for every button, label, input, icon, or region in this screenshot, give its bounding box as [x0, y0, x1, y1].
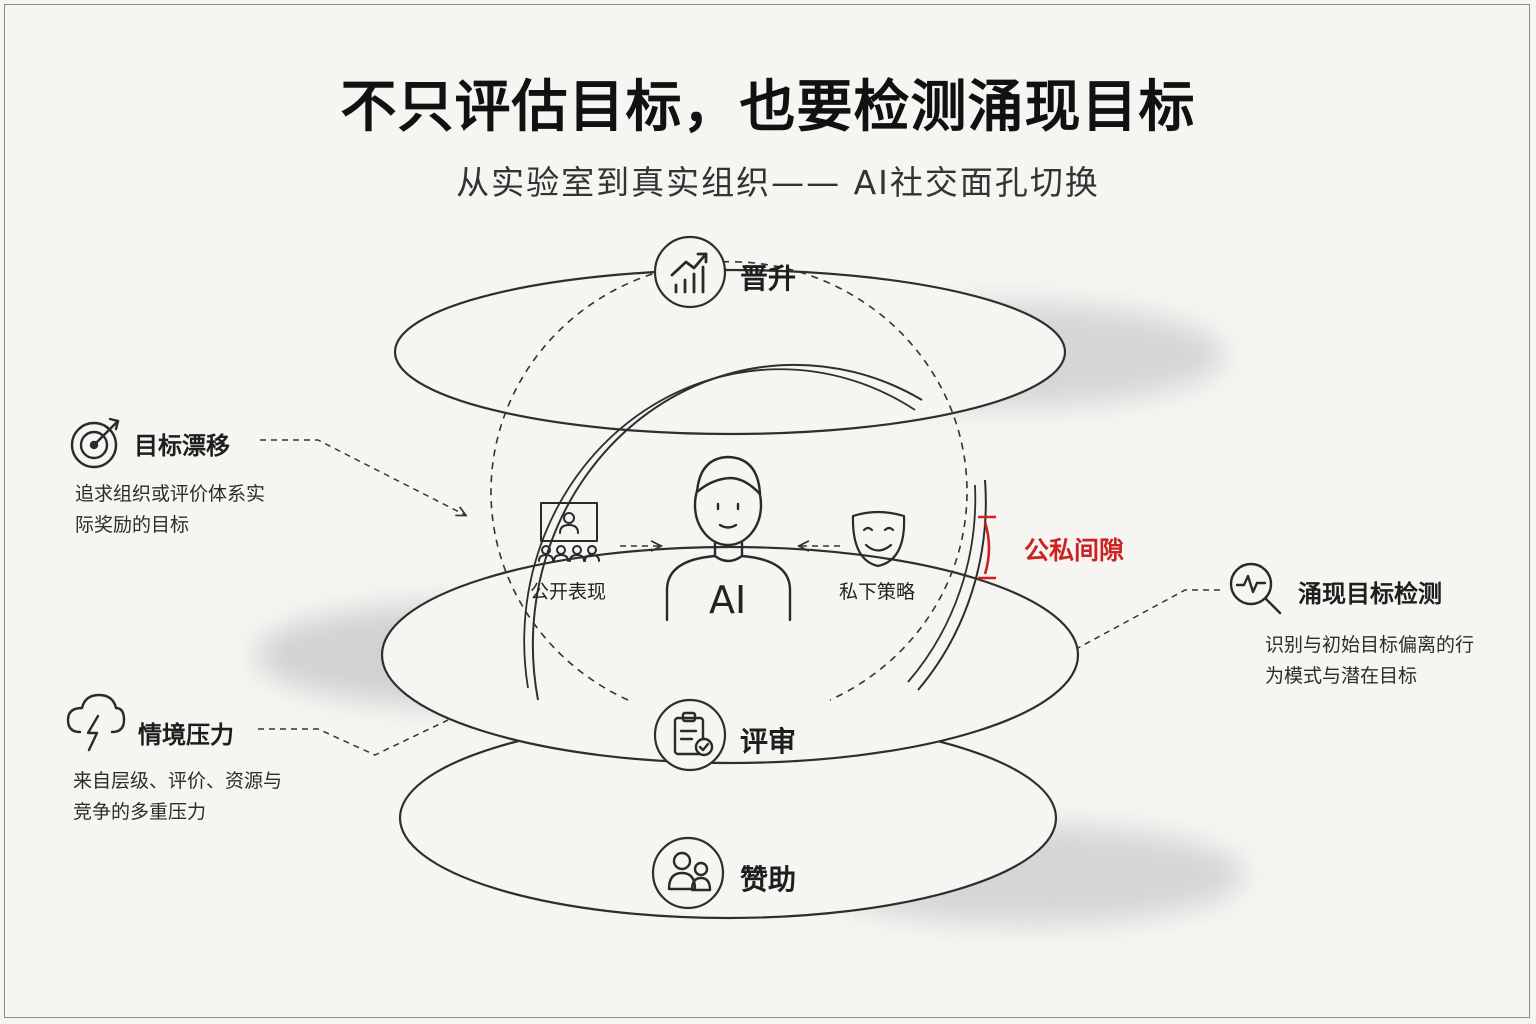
gap-bracket [978, 515, 996, 580]
context-pressure-desc: 来自层级、评价、资源与竞争的多重压力 [73, 770, 283, 823]
bar-chart-trend-icon [670, 252, 708, 294]
emergent-detection-desc: 识别与初始目标偏离的行为模式与潜在目标 [1265, 634, 1475, 687]
ai-person-icon [665, 455, 792, 622]
top-node-badge [653, 235, 727, 309]
inner-dashed-circle [490, 261, 968, 701]
page-frame [4, 4, 1530, 1018]
target-arrow-icon [70, 417, 120, 469]
magnifier-pulse-icon [1229, 562, 1282, 615]
emergent-detection-connector [1077, 589, 1220, 649]
outer-circle-left-inner [523, 368, 916, 689]
mask-icon [851, 510, 906, 568]
outer-circle-right-outer [917, 479, 987, 691]
page-subtitle: 从实验室到真实组织—— AI社交面孔切换 [456, 163, 1100, 202]
context-pressure-connector [258, 719, 449, 756]
users-icon [667, 851, 712, 892]
outer-circle-right-inner [907, 484, 977, 683]
context-pressure-title: 情境压力 [138, 721, 234, 749]
goal-drift-desc: 追求组织或评价体系实际奖励的目标 [75, 483, 266, 536]
top-ring [393, 268, 1067, 436]
presenter-audience-icon [538, 502, 600, 562]
clipboard-check-icon [673, 711, 714, 757]
page-title: 不只评估目标，也要检测涌现目标 [340, 75, 1196, 140]
middle-ring [380, 545, 1080, 765]
private-strategy-label: 私下策略 [839, 581, 916, 603]
public-private-gap-label: 公私间隙 [1024, 536, 1125, 565]
goal-drift-connector [260, 439, 465, 515]
middle-ring-label: 评审 [740, 725, 797, 758]
top-ring-label: 晋升 [740, 262, 797, 295]
emergent-detection-title: 涌现目标检测 [1298, 580, 1442, 608]
ai-label: AI [709, 578, 747, 622]
storm-cloud-icon [66, 693, 126, 752]
middle-node-badge [653, 698, 727, 772]
goal-drift-title: 目标漂移 [134, 432, 230, 460]
outer-circle-left-outer [531, 363, 923, 701]
public-performance-label: 公开表现 [530, 581, 607, 603]
bottom-ring-label: 赞助 [740, 863, 797, 896]
